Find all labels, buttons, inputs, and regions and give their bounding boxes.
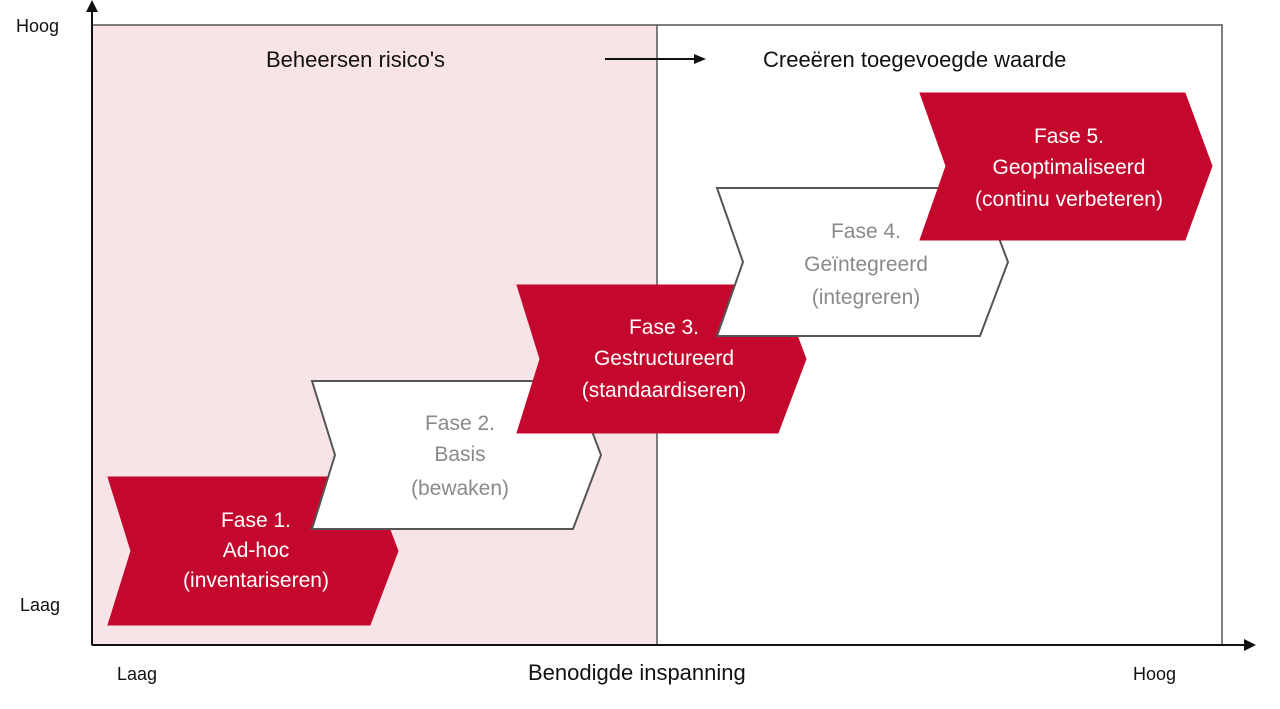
phase-5-line-2: Geoptimaliseerd xyxy=(993,156,1146,179)
phase-5: Fase 5. Geoptimaliseerd (continu verbete… xyxy=(919,92,1213,241)
phase-5-chevron xyxy=(919,92,1213,241)
phase-2-line-2: Basis xyxy=(434,443,485,466)
phase-1-line-2: Ad-hoc xyxy=(223,539,290,562)
phase-1-line-3: (inventariseren) xyxy=(183,569,329,592)
phase-5-line-1: Fase 5. xyxy=(1034,125,1104,148)
phase-3-line-1: Fase 3. xyxy=(629,316,699,339)
phase-2-line-1: Fase 2. xyxy=(425,412,495,435)
value-zone-title: Creeëren toegevoegde waarde xyxy=(763,47,1066,72)
phase-4-line-3: (integreren) xyxy=(812,286,921,309)
risk-zone-title: Beheersen risico's xyxy=(266,47,445,72)
x-axis-left-label: Laag xyxy=(117,664,157,684)
x-axis-title: Benodigde inspanning xyxy=(528,660,746,685)
phase-5-line-3: (continu verbeteren) xyxy=(975,188,1163,211)
phase-1-line-1: Fase 1. xyxy=(221,509,291,532)
y-axis-top-label: Hoog xyxy=(16,16,59,36)
y-axis-arrowhead xyxy=(86,0,98,12)
phase-3-line-3: (standaardiseren) xyxy=(582,379,747,402)
phase-4-line-2: Geïntegreerd xyxy=(804,253,928,276)
y-axis-bottom-label: Laag xyxy=(20,595,60,615)
phase-4-line-1: Fase 4. xyxy=(831,220,901,243)
x-axis-arrowhead xyxy=(1244,639,1256,651)
phase-2-line-3: (bewaken) xyxy=(411,477,509,500)
transition-arrow-head xyxy=(694,54,706,64)
x-axis-right-label: Hoog xyxy=(1133,664,1176,684)
phase-3-line-2: Gestructureerd xyxy=(594,347,734,370)
